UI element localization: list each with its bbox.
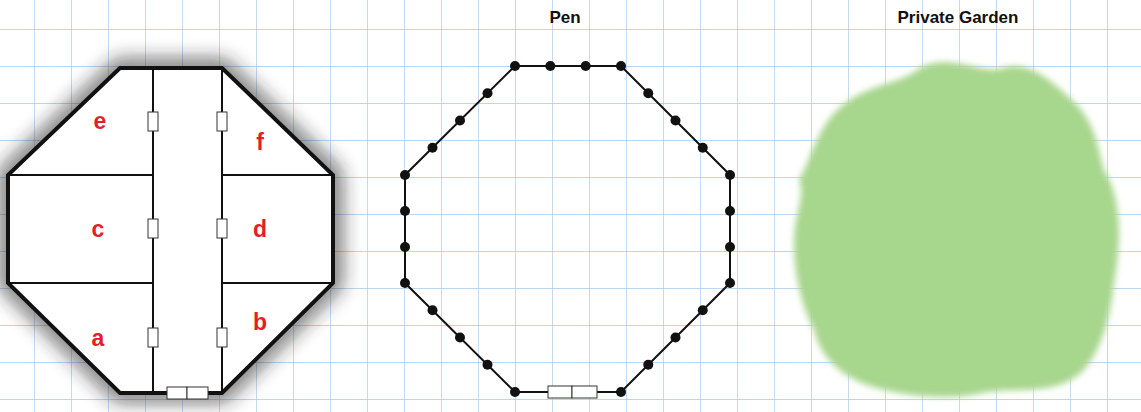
room-letter: f [256,131,264,154]
garden-outline [775,0,1141,412]
room-letter: d [253,218,267,241]
garden-area: Private Garden [775,0,1141,412]
area-heading: Private Garden [775,0,1141,28]
pen-enclosure: Pen [380,0,750,412]
pen-outline [380,0,750,412]
room-letter: b [253,311,267,334]
house-plan [8,68,333,399]
area-heading: Pen [380,0,750,28]
room-letter: c [92,218,105,241]
room-letter: a [92,327,105,350]
room-letter: e [94,110,107,133]
